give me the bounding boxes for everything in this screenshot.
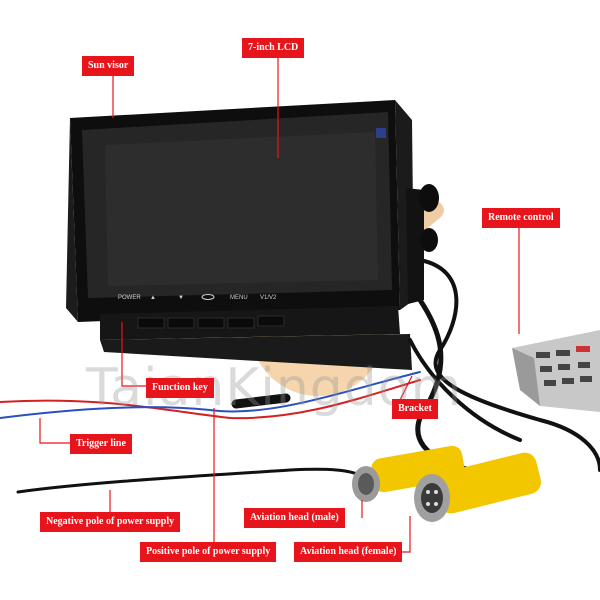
power-button-label: POWER bbox=[118, 295, 141, 301]
remote-control bbox=[512, 330, 600, 412]
menu-button-label: MENU bbox=[230, 295, 248, 301]
positive-pole-label: Positive pole of power supply bbox=[140, 542, 277, 562]
negative-pole-label: Negative pole of power supply bbox=[40, 512, 181, 532]
aviation-female-label: Aviation head (female) bbox=[294, 542, 403, 562]
function-key-label: Function key bbox=[146, 378, 214, 398]
v1v2-button-label: V1/V2 bbox=[260, 295, 277, 301]
sun-visor-label: Sun visor bbox=[82, 56, 135, 76]
bracket-label: Bracket bbox=[392, 399, 438, 419]
aviation-male-label: Aviation head (male) bbox=[244, 508, 345, 528]
bracket bbox=[100, 184, 439, 370]
trigger-line-label: Trigger line bbox=[70, 434, 132, 454]
up-button-label: ▲ bbox=[150, 295, 156, 301]
lcd-label: 7-inch LCD bbox=[242, 38, 305, 58]
down-button-label: ▼ bbox=[178, 295, 184, 301]
monitor: POWER ▲ ▼ MENU V1/V2 bbox=[66, 100, 414, 340]
remote-control-label: Remote control bbox=[482, 208, 560, 228]
aviation-head-female bbox=[414, 452, 541, 522]
